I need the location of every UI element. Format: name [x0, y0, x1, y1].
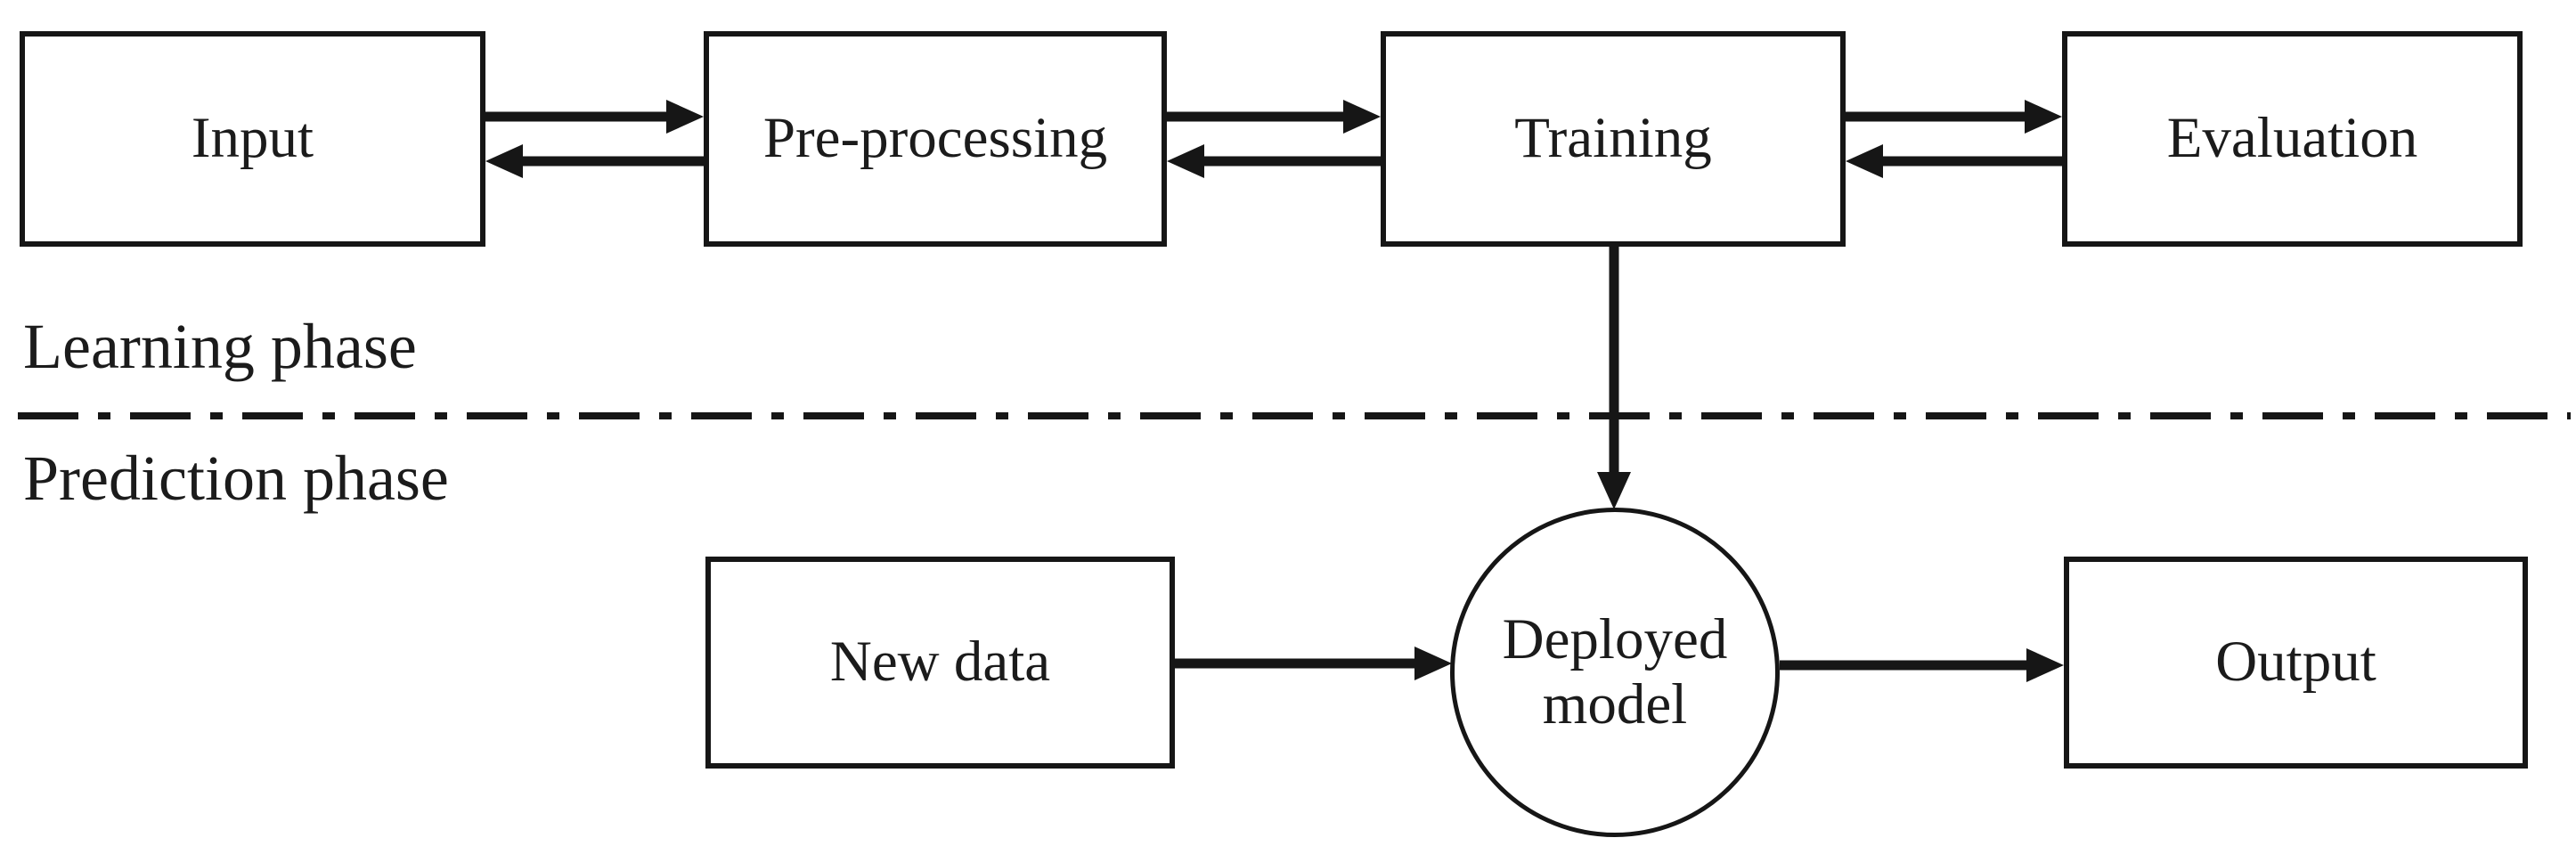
node-preprocessing-label: Pre-processing [762, 106, 1108, 171]
arrow-training-to-preprocessing [1167, 144, 1381, 178]
arrow-input-to-preprocessing [485, 100, 704, 134]
node-training-label: Training [1514, 106, 1712, 171]
prediction-phase-label: Prediction phase [23, 443, 449, 514]
arrow-training-to-evaluation [1846, 100, 2062, 134]
node-output-label: Output [2215, 630, 2376, 695]
arrow-preprocessing-to-training [1167, 100, 1381, 134]
node-evaluation-label: Evaluation [2166, 106, 2418, 171]
node-preprocessing: Pre-processing [704, 31, 1167, 247]
node-output: Output [2064, 557, 2528, 769]
node-deployed-model: Deployed model [1450, 508, 1780, 837]
arrow-deployed-model-to-output [1780, 648, 2064, 682]
node-deployed-model-label-line2: model [1542, 672, 1688, 736]
learning-phase-label: Learning phase [23, 311, 417, 382]
node-training: Training [1381, 31, 1846, 247]
node-new-data: New data [705, 557, 1175, 769]
node-input: Input [20, 31, 485, 247]
node-input-label: Input [191, 106, 314, 171]
arrow-evaluation-to-training [1846, 144, 2062, 178]
arrow-training-to-deployed-model [1597, 247, 1631, 509]
arrow-newdata-to-deployed-model [1175, 647, 1452, 680]
node-deployed-model-label-line1: Deployed [1502, 607, 1728, 672]
arrow-preprocessing-to-input [485, 144, 704, 178]
node-new-data-label: New data [829, 630, 1051, 695]
node-evaluation: Evaluation [2062, 31, 2523, 247]
